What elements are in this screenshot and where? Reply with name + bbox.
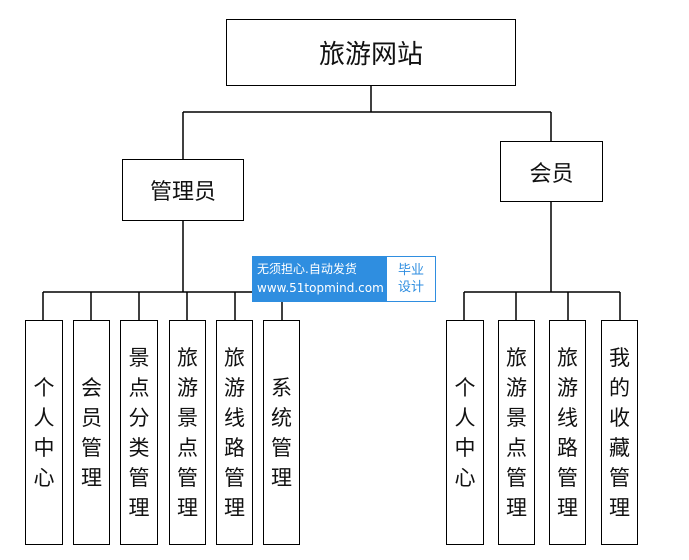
root-node: 旅游网站 bbox=[226, 19, 516, 86]
admin-child-node: 系统管理 bbox=[263, 320, 300, 545]
watermark-badge-line1: 毕业 bbox=[397, 263, 424, 278]
admin-child-node: 景点分类管理 bbox=[120, 320, 158, 545]
watermark-badge-line2: 设计 bbox=[397, 280, 424, 295]
member-child-label: 旅游景点管理 bbox=[505, 345, 527, 520]
member-child-node: 我的收藏管理 bbox=[601, 320, 638, 545]
watermark-url: www.51topmind.com bbox=[257, 281, 384, 295]
watermark-slogan: 无须担心.自动发货 bbox=[257, 262, 357, 276]
watermark-banner: 无须担心.自动发货 www.51topmind.com 毕业 设计 bbox=[252, 256, 436, 302]
admin-child-label: 旅游景点管理 bbox=[176, 345, 198, 520]
member-child-node: 个人中心 bbox=[446, 320, 484, 545]
member-child-node: 旅游景点管理 bbox=[498, 320, 535, 545]
member-child-label: 个人中心 bbox=[454, 375, 476, 490]
member-child-node: 旅游线路管理 bbox=[549, 320, 586, 545]
admin-node: 管理员 bbox=[122, 159, 244, 221]
admin-child-label: 旅游线路管理 bbox=[223, 345, 245, 520]
member-node: 会员 bbox=[500, 141, 603, 202]
admin-child-node: 旅游线路管理 bbox=[216, 320, 253, 545]
watermark-text-block: 无须担心.自动发货 www.51topmind.com bbox=[252, 256, 386, 302]
admin-child-label: 景点分类管理 bbox=[128, 345, 150, 520]
admin-node-label: 管理员 bbox=[149, 180, 216, 205]
watermark-badge: 毕业 设计 bbox=[386, 256, 436, 302]
member-node-label: 会员 bbox=[529, 161, 574, 187]
member-child-label: 我的收藏管理 bbox=[608, 345, 630, 520]
member-child-label: 旅游线路管理 bbox=[556, 345, 578, 520]
admin-child-label: 会员管理 bbox=[80, 375, 102, 490]
root-node-label: 旅游网站 bbox=[318, 40, 423, 70]
admin-child-node: 会员管理 bbox=[73, 320, 110, 545]
admin-child-label: 个人中心 bbox=[33, 375, 55, 490]
admin-child-label: 系统管理 bbox=[270, 375, 292, 490]
admin-child-node: 个人中心 bbox=[25, 320, 63, 545]
admin-child-node: 旅游景点管理 bbox=[169, 320, 206, 545]
